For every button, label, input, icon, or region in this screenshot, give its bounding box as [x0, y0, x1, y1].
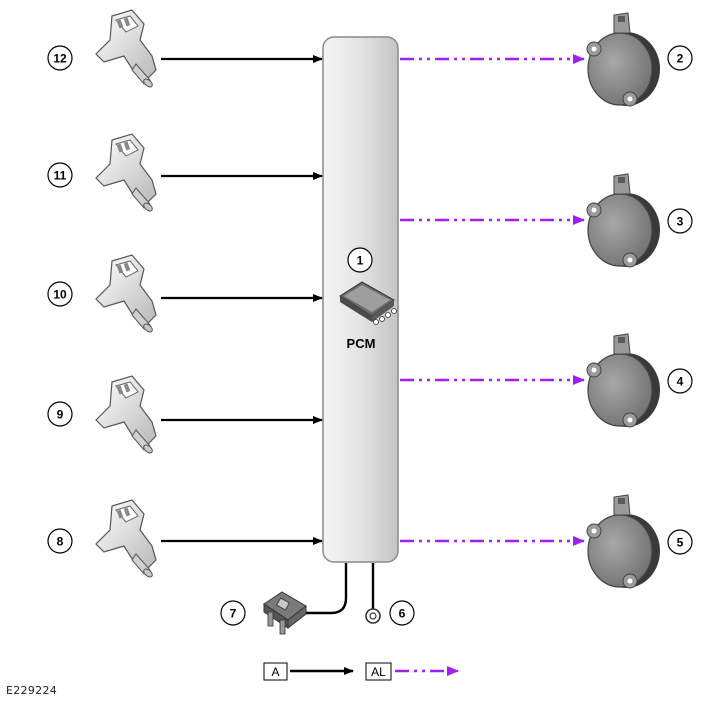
callout-3: 3 — [677, 215, 684, 229]
sensor-10: 10 — [47, 254, 323, 335]
key-al-label: AL — [371, 665, 386, 679]
key-a-box — [263, 662, 288, 681]
solenoid-2: 2 — [400, 12, 693, 107]
solenoid-5: 5 — [400, 494, 693, 589]
solenoid-3: 3 — [400, 173, 693, 268]
callout-12-circle — [47, 45, 73, 71]
callout-5: 5 — [677, 536, 684, 550]
pcm-chip-icon — [339, 281, 397, 325]
pcm-label: PCM — [347, 336, 376, 351]
sensor-9: 9 — [47, 375, 323, 456]
solenoid-4: 4 — [400, 333, 693, 428]
callout-11: 11 — [54, 169, 67, 183]
ground-icon — [365, 608, 381, 624]
fuse-icon — [263, 591, 307, 635]
figure-id: E229224 — [6, 684, 58, 697]
callout-10-circle — [47, 281, 73, 307]
callout-3-circle — [667, 208, 693, 234]
callout-12: 12 — [53, 52, 67, 66]
sensor-8: 8 — [47, 499, 323, 580]
callout-1: 1 — [357, 254, 364, 268]
callout-6: 6 — [399, 607, 406, 621]
callout-2-circle — [667, 45, 693, 71]
key-al-box — [365, 662, 392, 681]
callout-11-circle — [47, 162, 73, 188]
callout-7: 7 — [230, 607, 237, 621]
callout-9-circle — [47, 401, 73, 427]
callout-5-circle — [667, 529, 693, 555]
key-a-label: A — [271, 665, 279, 679]
callout-4-circle — [667, 368, 693, 394]
callout-2: 2 — [677, 52, 684, 66]
power-wire — [306, 563, 348, 615]
callout-8: 8 — [57, 535, 64, 549]
callout-8-circle — [47, 528, 73, 554]
callout-4: 4 — [677, 375, 684, 389]
callout-1-circle — [347, 247, 373, 273]
key-legend: A AL — [263, 662, 459, 681]
callout-10: 10 — [53, 288, 67, 302]
sensor-11: 11 — [47, 133, 323, 214]
callout-9: 9 — [57, 408, 64, 422]
callout-7-circle — [220, 600, 246, 626]
sensor-12: 12 — [47, 9, 323, 90]
callout-6-circle — [389, 600, 415, 626]
